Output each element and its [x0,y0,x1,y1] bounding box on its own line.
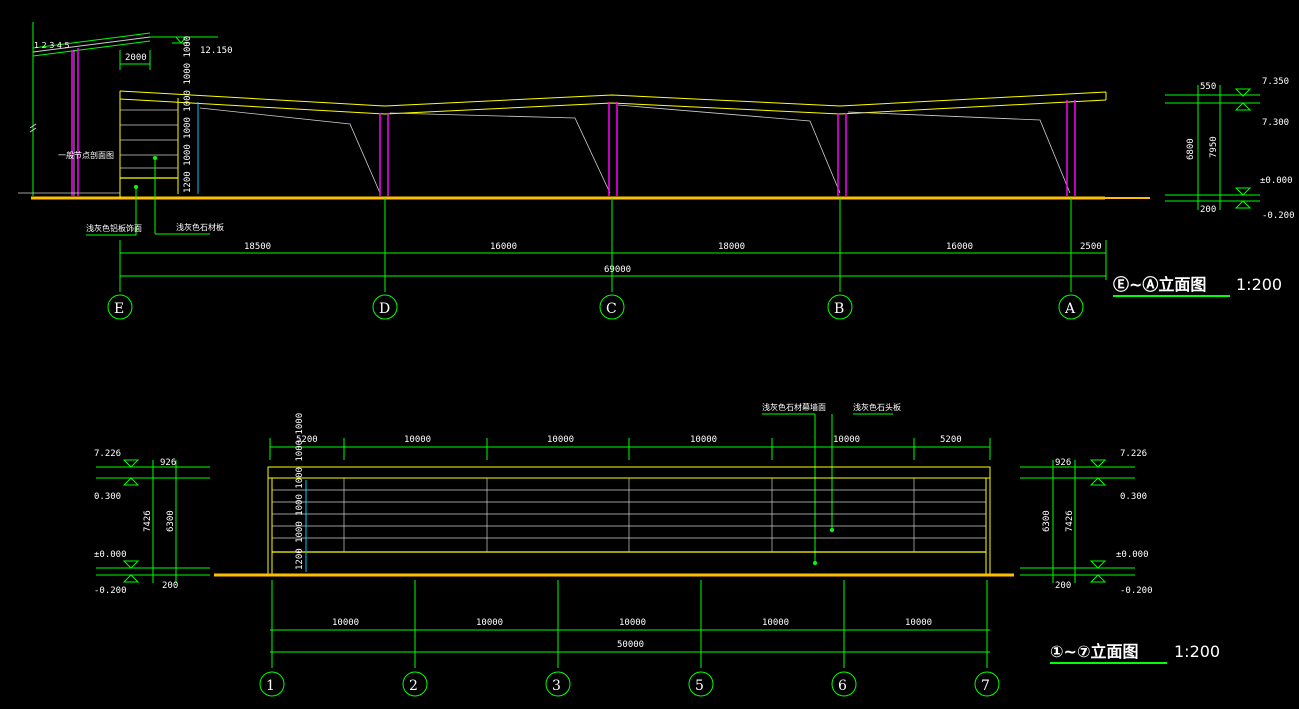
right-level-0000b: ±0.000 [1116,550,1149,560]
upper-dim-6: 5200 [940,435,962,445]
lower-dim-1-2: 10000 [332,618,359,628]
lower-dim-2-3: 10000 [476,618,503,628]
top-left-section-detail: 一般节点剖面图 1 2 3 4 5 [29,22,151,196]
axis-E: E [114,301,124,317]
dim-total-top: 69000 [604,265,631,275]
left-dim-200: 200 [162,581,178,591]
top-stair-dims: 1200 1000 1000 1000 1000 1000 [183,36,193,193]
bottom-stair-dims: 1200 1000 1000 1000 1000 1000 [295,413,305,570]
bottom-title: ①~⑦立面图 [1050,642,1139,661]
dim-B-A: 16000 [946,242,973,252]
upper-dim-4: 10000 [690,435,717,445]
top-right-dims: 550 6800 7950 200 7.350 7.300 ±0.000 -0.… [1165,77,1295,221]
right-dim-200b: 200 [1055,581,1071,591]
level-12150: 12.150 [200,46,233,56]
top-roof [119,90,1107,198]
left-dim-6300: 6300 [166,510,176,532]
note-light-grey-stone: 浅灰色石材板 [176,222,224,232]
top-dims: 18500 16000 18000 16000 2500 69000 [119,198,1107,292]
right-dim-926: 926 [1055,458,1071,468]
bottom-scale: 1:200 [1174,642,1220,661]
bottom-elevation: 5200 10000 10000 10000 10000 5200 浅灰色石材幕… [94,402,1220,697]
roof-ticks: 1 2 3 4 5 [34,41,70,50]
dim-E-D: 18500 [244,242,271,252]
top-scale: 1:200 [1236,275,1282,294]
note-stone-board: 浅灰色石头板 [853,402,901,412]
dim-C-B: 18000 [718,242,745,252]
axis-1: 1 [266,678,275,694]
axis-7: 7 [981,678,990,694]
left-level-0000: ±0.000 [94,550,127,560]
bottom-building: 1200 1000 1000 1000 1000 1000 [267,413,991,576]
note-light-grey-aluminium: 浅灰色铝板饰面 [86,223,142,233]
lower-dim-total: 50000 [617,640,644,650]
dim-D-C: 16000 [490,242,517,252]
right-dim-550: 550 [1200,82,1216,92]
axis-A: A [1064,301,1076,317]
top-dim-2000: 2000 [119,50,151,70]
top-section-label: 一般节点剖面图 [58,150,114,160]
left-dim-7426: 7426 [143,510,153,532]
bottom-axis-bubbles: 1 2 3 5 6 7 [259,671,1000,697]
bottom-title-block: ①~⑦立面图 1:200 [1050,642,1220,664]
dim-A-end: 2500 [1080,242,1102,252]
axis-3: 3 [552,678,561,694]
axis-6: 6 [838,678,847,694]
top-elevation: 一般节点剖面图 1 2 3 4 5 2000 12.150 [18,22,1295,320]
note-stone-curtain: 浅灰色石材幕墙面 [762,402,826,412]
bottom-right-levels: 926 6300 7426 200 7.226 0.300 ±0.000 -0.… [1020,449,1153,596]
top-columns [379,100,1076,196]
top-level-12150: 12.150 [150,36,233,56]
dim-2000: 2000 [125,53,147,63]
top-title: Ⓔ~Ⓐ立面图 [1113,275,1206,294]
axis-D: D [379,301,390,317]
right-level-m0200: -0.200 [1262,211,1295,221]
axis-5: 5 [695,678,704,694]
upper-dim-2: 10000 [404,435,431,445]
right-level-m0200b: -0.200 [1120,586,1153,596]
axis-2: 2 [409,678,418,694]
right-level-0000: ±0.000 [1260,176,1293,186]
top-axis-bubbles: E D C B A [107,294,1084,320]
left-level-7226: 7.226 [94,449,121,459]
top-left-block: 1200 1000 1000 1000 1000 1000 [120,36,199,194]
bottom-notes: 浅灰色石材幕墙面 浅灰色石头板 [762,402,901,565]
right-dim-7950: 7950 [1209,136,1219,158]
top-title-block: Ⓔ~Ⓐ立面图 1:200 [1113,275,1282,297]
right-level-7226: 7.226 [1120,449,1147,459]
right-level-0300b: 0.300 [1120,492,1147,502]
left-level-m0200: -0.200 [94,586,127,596]
lower-dim-3-5: 10000 [619,618,646,628]
upper-dim-3: 10000 [547,435,574,445]
left-level-0300: 0.300 [94,492,121,502]
top-notes: 浅灰色铝板饰面 浅灰色石材板 [86,156,224,236]
upper-dim-5: 10000 [833,435,860,445]
left-dim-926: 926 [160,458,176,468]
right-dim-6800: 6800 [1186,138,1196,160]
bottom-left-levels: 7.226 0.300 ±0.000 -0.200 926 7426 6300 … [94,449,210,596]
lower-dim-6-7: 10000 [905,618,932,628]
lower-dim-5-6: 10000 [762,618,789,628]
bottom-upper-dims: 5200 10000 10000 10000 10000 5200 [269,435,991,460]
right-dim-7426: 7426 [1065,510,1075,532]
right-level-7350: 7.350 [1262,77,1289,87]
axis-B: B [834,301,844,317]
bottom-lower-dims: 10000 10000 10000 10000 10000 50000 [270,580,990,668]
right-dim-200: 200 [1200,205,1216,215]
right-dim-6300: 6300 [1042,510,1052,532]
axis-C: C [606,301,617,317]
upper-dim-1: 5200 [296,435,318,445]
right-level-7300: 7.300 [1262,118,1289,128]
